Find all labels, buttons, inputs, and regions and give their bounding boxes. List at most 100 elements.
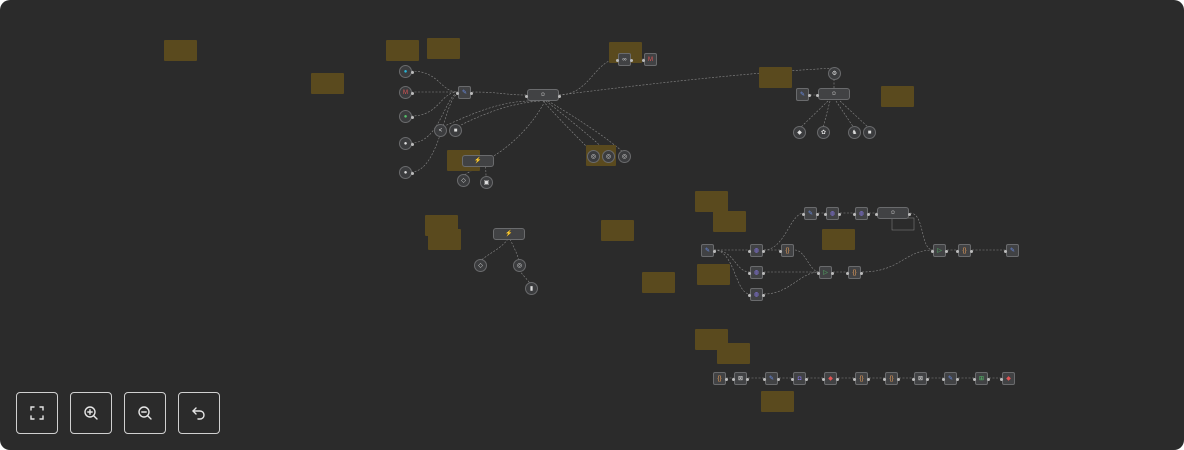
code-node[interactable]: {}	[883, 372, 900, 385]
sticky-note[interactable]	[601, 220, 634, 241]
tool-node[interactable]: ◘	[791, 372, 808, 385]
code-node[interactable]: {}	[853, 372, 870, 385]
model-node[interactable]: ◆	[793, 126, 806, 139]
chat-icon: ●	[403, 113, 408, 120]
zoom-out-button[interactable]	[124, 392, 166, 434]
sticky-note[interactable]	[759, 67, 792, 88]
tool-node[interactable]: ◎	[602, 150, 615, 163]
model-node[interactable]: ◇	[474, 259, 487, 272]
edit-fields-node[interactable]: ✎	[763, 372, 780, 385]
sticky-note[interactable]	[761, 391, 794, 412]
code-icon: {}	[785, 247, 790, 254]
tool-node[interactable]: M	[642, 53, 657, 66]
code-icon: {}	[859, 375, 864, 382]
sticky-note[interactable]	[609, 42, 642, 63]
globe-icon: ◍	[829, 210, 836, 217]
trigger-node[interactable]: ●	[399, 137, 414, 150]
memory-node[interactable]: ✿	[817, 126, 830, 139]
robot-icon: ⚡	[474, 158, 482, 164]
tool-node[interactable]: ◎	[513, 259, 526, 272]
merge-node[interactable]: ▷	[931, 244, 948, 257]
connection	[558, 67, 836, 96]
edit-fields-node[interactable]: ✎	[802, 207, 819, 220]
tool-node[interactable]: ♞	[848, 126, 861, 139]
link-icon: ∞	[622, 56, 627, 63]
http-node[interactable]: ◍	[824, 207, 841, 220]
sticky-note[interactable]	[427, 38, 460, 59]
ai-agent-node[interactable]: ⚡	[462, 155, 494, 167]
sticky-note[interactable]	[311, 73, 344, 94]
undo-button[interactable]	[178, 392, 220, 434]
trigger-node[interactable]: ●	[399, 166, 414, 179]
trigger-node[interactable]: ●	[399, 65, 414, 78]
stop-node[interactable]: ◆	[822, 372, 839, 385]
sticky-note[interactable]	[695, 191, 728, 212]
sticky-note[interactable]	[164, 40, 197, 61]
zoom-in-icon	[84, 406, 98, 420]
code-icon: {}	[962, 247, 967, 254]
sticky-note[interactable]	[386, 40, 419, 61]
connection	[547, 100, 625, 154]
connection	[839, 100, 870, 129]
ai-agent-node[interactable]: ⚡	[493, 228, 525, 240]
code-node[interactable]: {}	[956, 244, 973, 257]
code-icon: {}	[889, 375, 894, 382]
tool-node[interactable]: ◎	[587, 150, 600, 163]
memory-node[interactable]: ■	[449, 124, 462, 137]
connection	[542, 100, 594, 154]
http-node[interactable]: ◍	[853, 207, 870, 220]
function-node[interactable]: ⊠	[732, 372, 749, 385]
http-node[interactable]: ◍	[748, 244, 765, 257]
sticky-note[interactable]	[713, 211, 746, 232]
ai-agent-node[interactable]: ☺	[875, 207, 911, 219]
code-node[interactable]: {}	[779, 244, 794, 257]
pencil-icon: ✎	[704, 247, 711, 254]
merge-node[interactable]: ▷	[817, 266, 834, 279]
stop-icon: ◆	[828, 375, 833, 382]
zoom-in-button[interactable]	[70, 392, 112, 434]
ai-agent-node[interactable]: ☺	[525, 89, 561, 101]
connection	[835, 100, 855, 129]
model-node[interactable]: <	[434, 124, 447, 137]
trigger-node[interactable]: ⚙	[828, 67, 841, 80]
sticky-note[interactable]	[642, 272, 675, 293]
fit-view-button[interactable]	[16, 392, 58, 434]
connection	[489, 100, 546, 159]
sticky-note[interactable]	[428, 229, 461, 250]
filter-node[interactable]: ⊞	[973, 372, 990, 385]
tool-node[interactable]: ▮	[525, 282, 538, 295]
pencil-icon: ✎	[947, 375, 954, 382]
http-node[interactable]: ◍	[748, 266, 765, 279]
tool-node[interactable]: ∞	[616, 53, 633, 66]
edit-fields-node[interactable]: ✎	[456, 86, 473, 99]
ai-agent-node[interactable]: ☺	[816, 88, 850, 100]
edit-fields-node[interactable]: ✎	[796, 88, 811, 101]
trigger-node[interactable]: M	[399, 86, 414, 99]
edit-fields-node[interactable]: ✎	[942, 372, 959, 385]
connection	[763, 212, 805, 251]
http-node[interactable]: ◍	[748, 288, 765, 301]
pencil-icon: ✎	[799, 91, 806, 98]
function-node[interactable]: ⊠	[912, 372, 929, 385]
globe-icon: ◍	[753, 291, 760, 298]
edit-fields-node[interactable]: ✎	[1004, 244, 1019, 257]
connection	[439, 100, 536, 129]
code-node[interactable]: {}	[846, 266, 863, 279]
edit-fields-node[interactable]: ✎	[701, 244, 716, 257]
tool-icon: ◘	[797, 375, 802, 382]
sticky-note[interactable]	[717, 343, 750, 364]
tool-node[interactable]: ◎	[618, 150, 631, 163]
model-node[interactable]: ◇	[457, 174, 470, 187]
code-icon: {}	[717, 375, 722, 382]
trigger-node[interactable]: ●	[399, 110, 414, 123]
memory-icon: ✿	[820, 129, 827, 136]
code-node[interactable]: {}	[713, 372, 728, 385]
zoom-out-icon	[138, 406, 152, 420]
sticky-note[interactable]	[881, 86, 914, 107]
stop-node[interactable]: ◆	[1000, 372, 1015, 385]
tool-node[interactable]: ■	[863, 126, 876, 139]
sticky-note[interactable]	[697, 264, 730, 285]
sticky-note[interactable]	[822, 229, 855, 250]
tool-node[interactable]: ▣	[480, 176, 493, 189]
